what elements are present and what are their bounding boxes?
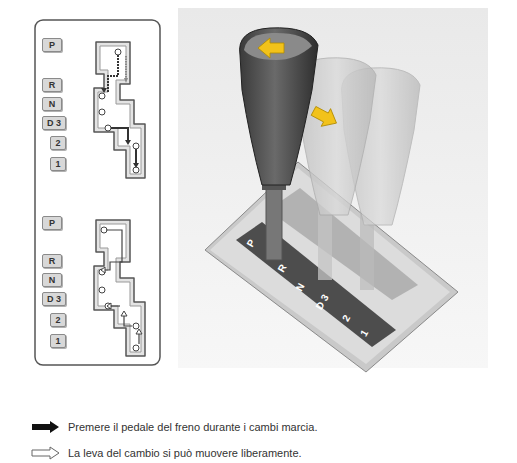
motion-arrow: [309, 102, 341, 132]
background: [178, 8, 488, 368]
gear-position-box: R: [42, 78, 62, 92]
gear-position-label: 1: [55, 335, 60, 347]
gear-position-box: 1: [50, 157, 66, 171]
gear-position-label: 2: [55, 137, 60, 149]
gear-position-box: 2: [50, 313, 66, 327]
gear-position-label: N: [49, 274, 56, 286]
gear-position-box: 2: [50, 136, 66, 150]
gear-position-label: N: [49, 98, 56, 110]
motion-arrow: [258, 38, 284, 58]
gear-position-label: 2: [55, 314, 60, 326]
gear-position-label: P: [49, 39, 55, 51]
gear-position-label: R: [49, 255, 56, 267]
gear-position-label: R: [49, 79, 56, 91]
gear-position-box: N: [42, 273, 62, 287]
legend-arrow-sample: [31, 446, 61, 460]
gear-lever: [240, 28, 318, 260]
gear-position-label: D 3: [47, 293, 61, 305]
gear-position-box: P: [42, 38, 62, 52]
gear-position-box: D 3: [42, 116, 66, 130]
legend-text: La leva del cambio si può muovere libera…: [68, 446, 302, 460]
gear-position-box: P: [42, 216, 62, 230]
pattern-panel: [35, 20, 160, 365]
legend-text: Premere il pedale del freno durante i ca…: [68, 420, 317, 434]
gear-position-box: 1: [50, 334, 66, 348]
shift-gate-top: [94, 42, 145, 178]
gear-position-label: D 3: [47, 117, 61, 129]
gear-position-box: R: [42, 254, 62, 268]
shift-gate-bottom: [94, 220, 145, 356]
legend-arrow-sample: [31, 420, 61, 434]
gear-position-box: D 3: [42, 292, 66, 306]
gear-position-box: N: [42, 97, 62, 111]
gear-position-label: P: [49, 217, 55, 229]
gear-position-label: 1: [55, 158, 60, 170]
